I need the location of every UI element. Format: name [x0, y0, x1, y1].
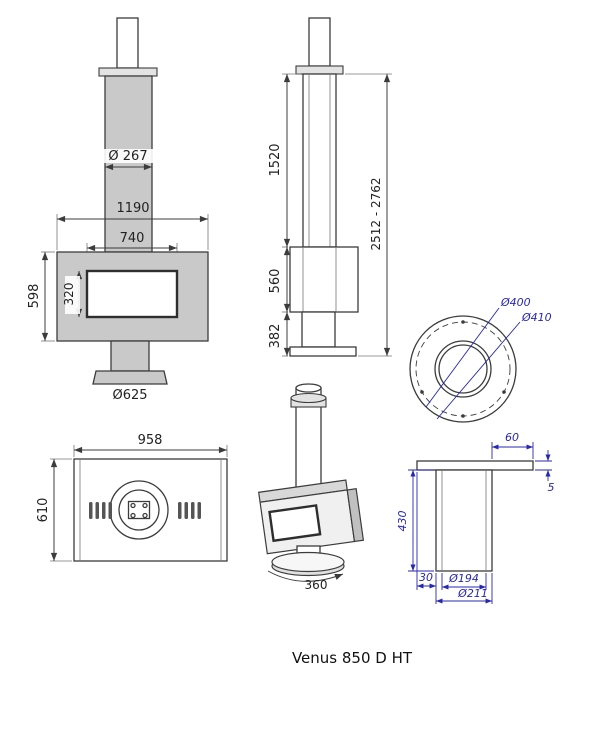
- overall-width-dimension: 1190: [56, 201, 209, 250]
- flange-top-view: Ø400 Ø410: [409, 296, 552, 423]
- vent-slots-left: [89, 502, 112, 519]
- pipe-length-label: 430: [396, 511, 409, 532]
- flange-outer-diameter-label: Ø410: [521, 311, 552, 324]
- pipe-length-dimension: 430: [396, 469, 434, 572]
- plan-view: 958 610: [36, 433, 228, 562]
- front-pipe-collar: [98, 67, 158, 77]
- rotation-arrow: [267, 570, 344, 582]
- drawing-caption: Venus 850 D HT: [292, 649, 413, 667]
- bolt-hole: [461, 320, 465, 324]
- persp-window: [268, 504, 322, 543]
- plan-width-label: 958: [138, 433, 163, 448]
- body-height-dimension: 598: [27, 251, 55, 342]
- base-plate-front: [92, 370, 168, 385]
- side-body-height-dimension: 560: [268, 247, 291, 313]
- mount-detail-view: 60 5 430 30 Ø194: [396, 431, 555, 604]
- side-body-height-label: 560: [268, 269, 283, 294]
- outer-diameter-label: Ø211: [457, 587, 488, 600]
- inner-diameter-label: Ø194: [448, 572, 479, 585]
- mount-plate: [416, 460, 534, 471]
- flange-leader-400: [425, 307, 500, 408]
- side-pipe-collar: [295, 65, 344, 75]
- pipe-height-dimension: 1520: [268, 73, 301, 248]
- pipe-diameter-label: Ø 267: [108, 149, 147, 164]
- pipe-height-label: 1520: [268, 143, 283, 176]
- vent-slots-right: [178, 502, 201, 519]
- base-diameter-label: Ø625: [112, 388, 147, 403]
- bottom-offset-dimension: 30: [416, 472, 436, 590]
- front-view: Ø 267 1190 740 598 320 Ø: [27, 17, 209, 403]
- base-height-label: 382: [268, 324, 283, 349]
- plan-depth-dimension: 610: [36, 458, 72, 562]
- plate-thickness-label: 5: [548, 481, 555, 494]
- window-height-dimension: 320: [62, 271, 83, 317]
- base-height-dimension: 382: [268, 312, 291, 357]
- stove-window-front: [85, 269, 179, 319]
- top-overhang-dimension: 60: [491, 431, 534, 459]
- overall-width-label: 1190: [116, 201, 149, 216]
- bolt-hole: [420, 390, 424, 394]
- side-chimney-pipe: [302, 73, 337, 248]
- outer-diameter-dimension: Ø211: [435, 573, 493, 604]
- persp-body: [258, 479, 365, 555]
- front-chimney-pipe: [104, 75, 153, 253]
- flange-hole-inner: [438, 344, 488, 394]
- front-top-pipe: [116, 17, 139, 69]
- inner-diameter-dimension: Ø194: [441, 572, 487, 590]
- persp-pipe-top: [295, 383, 322, 393]
- side-view: 1520 560 382 2512 - 2762: [268, 17, 392, 357]
- persp-body-side: [346, 488, 365, 543]
- flange-leader-410: [436, 321, 521, 420]
- bolt-hole: [502, 390, 506, 394]
- body-height-label: 598: [27, 284, 42, 309]
- stove-body-side: [289, 246, 359, 313]
- perspective-view: 360: [258, 383, 365, 592]
- pipe-diameter-dimension: Ø 267: [104, 149, 153, 171]
- rotation-label: 360: [305, 578, 328, 592]
- total-height-dimension: 2512 - 2762: [345, 73, 392, 357]
- flange-inner-diameter-label: Ø400: [500, 296, 531, 309]
- bottom-offset-label: 30: [419, 571, 433, 584]
- plate-thickness-dimension: 5: [535, 450, 555, 494]
- side-top-pipe: [308, 17, 331, 67]
- plan-width-dimension: 958: [73, 433, 228, 457]
- mount-pipe: [435, 469, 493, 572]
- total-height-label: 2512 - 2762: [369, 177, 383, 250]
- window-height-label: 320: [62, 283, 76, 306]
- top-overhang-label: 60: [505, 431, 519, 444]
- persp-base: [271, 551, 345, 573]
- pedestal-front: [110, 340, 150, 372]
- pedestal-side: [301, 311, 336, 348]
- plan-depth-label: 610: [36, 498, 51, 523]
- inner-width-label: 740: [120, 231, 145, 246]
- base-plate-side: [289, 346, 357, 357]
- bolt-hole: [461, 414, 465, 418]
